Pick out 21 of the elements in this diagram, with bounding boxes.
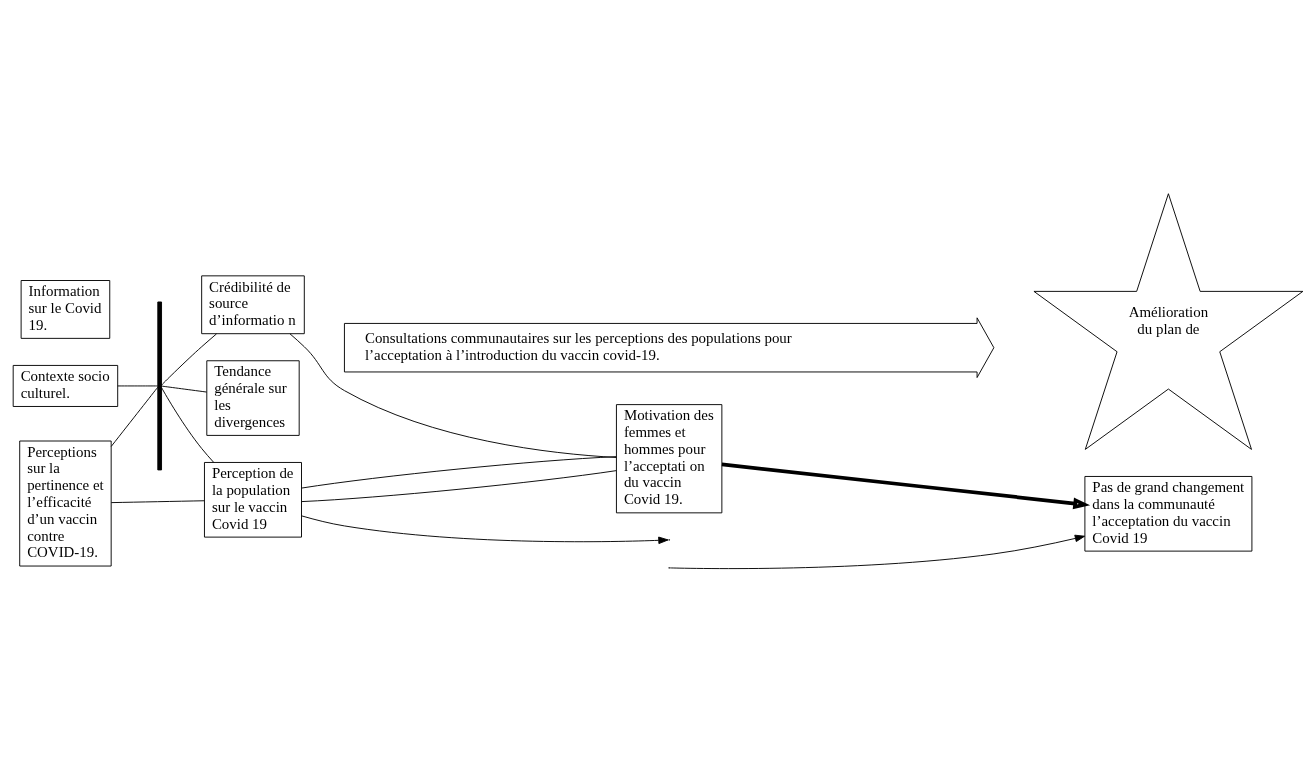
connector <box>117 385 159 387</box>
arrow <box>301 515 669 545</box>
node-bar <box>157 301 162 471</box>
connector <box>289 333 617 458</box>
connector <box>301 456 617 489</box>
connector <box>161 385 208 393</box>
connector <box>110 386 159 447</box>
node-box: Perception de la population sur le vaccin Covid 19 <box>204 462 302 538</box>
node-box: Pas de grand changement dans la communauté l’acceptation du vaccin Covid 19 <box>1084 476 1253 552</box>
arrow <box>669 534 1086 570</box>
arrow <box>721 462 1091 510</box>
node-box: Crédibilité de source d’informatio n <box>201 275 305 335</box>
node-box: Contexte socio culturel. <box>12 364 119 407</box>
node-box: Information sur le Covid 19. <box>20 280 111 339</box>
node-box: Motivation des femmes et hommes pour l’acceptati on du vaccin Covid 19. <box>615 404 723 514</box>
node-box: Tendance générale sur les divergences <box>206 360 300 436</box>
connector <box>110 500 205 504</box>
connector <box>161 387 215 463</box>
connector <box>161 333 218 386</box>
node-box: Perceptions sur la pertinence et l’efficacité d’un vaccin contre COVID-19. <box>19 440 112 567</box>
connector <box>301 470 617 503</box>
